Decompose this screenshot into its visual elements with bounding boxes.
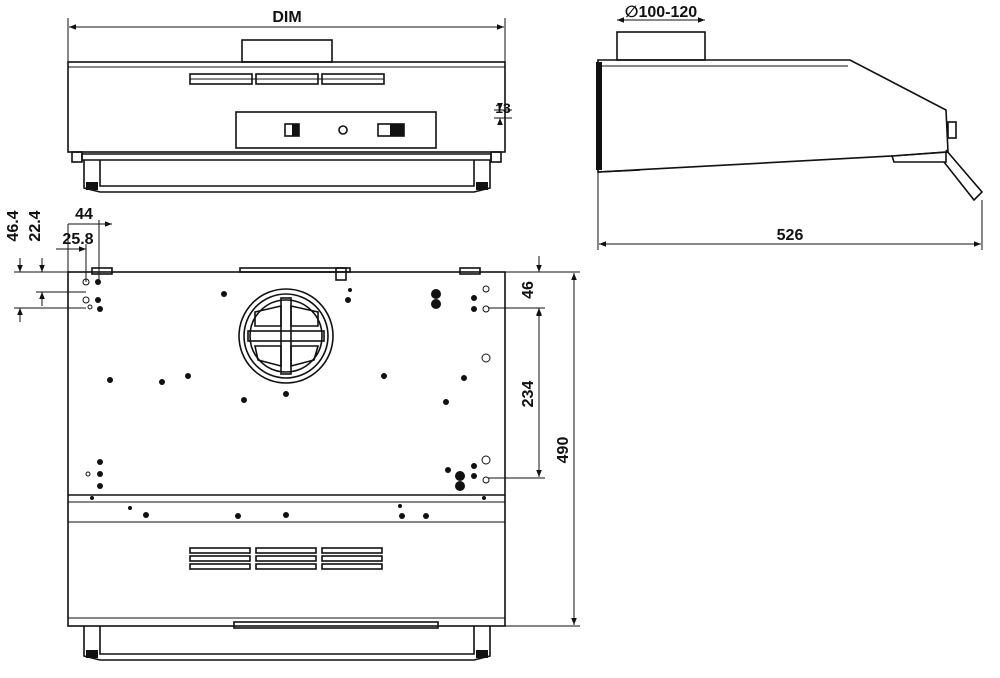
control-panel (235, 111, 437, 149)
dim-depth-label: 526 (777, 227, 804, 244)
dim-46-4-label: 46.4 (5, 210, 22, 241)
bottom-view: 44 25.8 46.4 22.4 46 234 490 (5, 206, 580, 661)
left-dimensions: 44 25.8 46.4 22.4 (5, 206, 112, 322)
front-vent-grille (189, 73, 385, 85)
mounting-holes (82, 278, 491, 519)
indicator-light (338, 125, 348, 135)
dim-46-label: 46 (520, 281, 537, 299)
dim-25-8-label: 25.8 (62, 231, 93, 248)
dim-width-label: DIM (272, 9, 301, 26)
right-dimensions: 46 234 490 (488, 256, 580, 627)
side-view: ∅100-120 526 (596, 4, 984, 250)
dim-490-label: 490 (555, 437, 572, 464)
dim-13-label: 13 (495, 100, 511, 116)
front-view: DIM 13 (67, 9, 512, 193)
dim-234-label: 234 (520, 381, 537, 408)
dim-duct-diameter-label: ∅100-120 (625, 4, 698, 21)
dim-44-label: 44 (75, 206, 93, 223)
fan-outlet (238, 288, 334, 384)
bottom-vent-grille (189, 547, 383, 570)
dim-22-4-label: 22.4 (27, 210, 44, 241)
